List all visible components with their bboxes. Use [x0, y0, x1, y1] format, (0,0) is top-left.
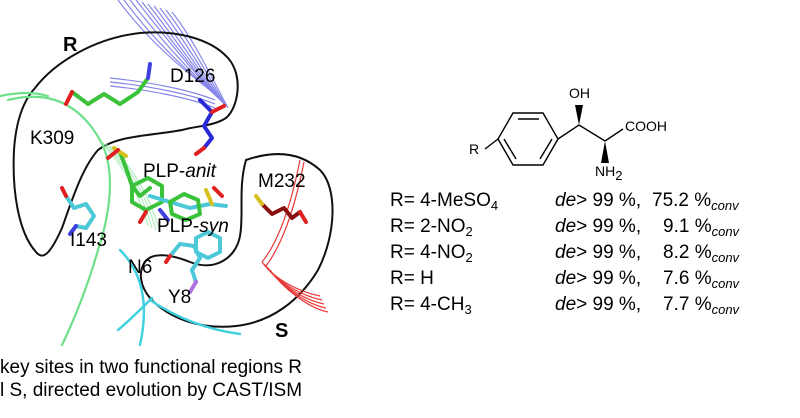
label-oh: OH: [569, 85, 590, 101]
caption-line-2: l S, directed evolution by CAST/ISM: [0, 380, 303, 401]
site-label-m232: M232: [258, 171, 306, 192]
region-r-outline: [12, 31, 239, 257]
site-label-k309: K309: [30, 128, 75, 149]
site-label-plp-anit: PLP-anit: [143, 161, 216, 182]
ribbon-red: [261, 159, 329, 313]
chemical-structure: OH COOH NH2 R: [455, 75, 675, 190]
region-s-outline: [139, 153, 334, 328]
label-r-group: R: [469, 141, 480, 157]
stick-m232: [254, 194, 308, 224]
caption-line-1: key sites in two functional regions R: [0, 357, 303, 378]
label-nh2: NH2: [595, 163, 623, 183]
site-label-d126: D126: [170, 66, 216, 87]
region-r-label: R: [63, 34, 78, 56]
stick-d126: [194, 98, 226, 156]
region-s-label: S: [275, 320, 289, 342]
stick-plp: [106, 146, 228, 224]
stick-n6-y8: [164, 230, 222, 294]
stick-i143: [60, 186, 96, 236]
ribbon-blue: [109, 0, 229, 109]
structure-bonds: [484, 105, 624, 166]
site-label-plp-syn: PLP-syn: [157, 216, 229, 237]
ribbon-green: [0, 91, 111, 347]
caption: key sites in two functional regions R l …: [0, 356, 460, 402]
site-label-i143: I143: [70, 230, 107, 251]
ribbon-cyan: [116, 248, 242, 347]
site-label-y8: Y8: [168, 287, 192, 308]
label-cooh: COOH: [625, 118, 667, 134]
site-label-n6: N6: [128, 257, 153, 278]
stick-k309: [64, 62, 152, 106]
